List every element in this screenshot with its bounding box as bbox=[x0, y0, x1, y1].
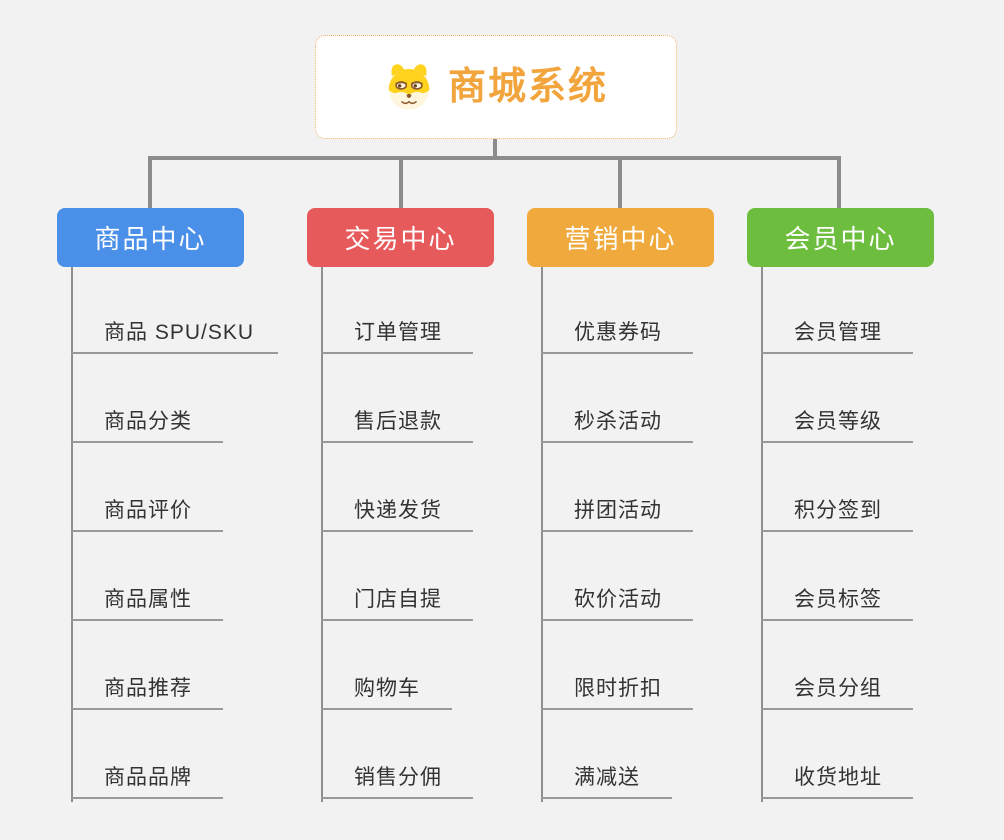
leaf-node[interactable]: 商品分类 bbox=[71, 399, 223, 443]
leaf-node[interactable]: 商品 SPU/SKU bbox=[71, 310, 278, 354]
leaf-node[interactable]: 优惠券码 bbox=[541, 310, 693, 354]
connector-bus bbox=[148, 156, 841, 160]
leaf-node[interactable]: 销售分佣 bbox=[321, 755, 473, 799]
branch-marketing-center[interactable]: 营销中心 bbox=[527, 208, 714, 267]
trunk-member bbox=[761, 267, 763, 802]
leaf-node[interactable]: 订单管理 bbox=[321, 310, 473, 354]
leaf-node[interactable]: 限时折扣 bbox=[541, 666, 693, 710]
connector-root-stem bbox=[493, 139, 497, 157]
leaf-node[interactable]: 收货地址 bbox=[761, 755, 913, 799]
leaf-node[interactable]: 商品推荐 bbox=[71, 666, 223, 710]
branch-member-center[interactable]: 会员中心 bbox=[747, 208, 934, 267]
leaf-node[interactable]: 商品属性 bbox=[71, 577, 223, 621]
leaf-node[interactable]: 售后退款 bbox=[321, 399, 473, 443]
leaf-node[interactable]: 商品评价 bbox=[71, 488, 223, 532]
connector-drop-marketing bbox=[618, 156, 622, 208]
root-title: 商城系统 bbox=[447, 66, 608, 108]
leaf-node[interactable]: 购物车 bbox=[321, 666, 452, 710]
dog-face-icon bbox=[388, 64, 430, 110]
branch-product-center[interactable]: 商品中心 bbox=[57, 208, 244, 267]
leaf-node[interactable]: 会员等级 bbox=[761, 399, 913, 443]
root-node-mall-system[interactable]: 商城系统 bbox=[315, 35, 677, 139]
leaf-node[interactable]: 商品品牌 bbox=[71, 755, 223, 799]
leaf-node[interactable]: 会员标签 bbox=[761, 577, 913, 621]
leaf-node[interactable]: 砍价活动 bbox=[541, 577, 693, 621]
trunk-trade bbox=[321, 267, 323, 802]
leaf-node[interactable]: 积分签到 bbox=[761, 488, 913, 532]
leaf-node[interactable]: 会员管理 bbox=[761, 310, 913, 354]
leaf-node[interactable]: 秒杀活动 bbox=[541, 399, 693, 443]
leaf-node[interactable]: 满减送 bbox=[541, 755, 672, 799]
leaf-node[interactable]: 门店自提 bbox=[321, 577, 473, 621]
branch-trade-center[interactable]: 交易中心 bbox=[307, 208, 494, 267]
connector-drop-trade bbox=[399, 156, 403, 208]
trunk-product bbox=[71, 267, 73, 802]
leaf-node[interactable]: 会员分组 bbox=[761, 666, 913, 710]
leaf-node[interactable]: 拼团活动 bbox=[541, 488, 693, 532]
connector-drop-member bbox=[837, 156, 841, 208]
connector-drop-product bbox=[148, 156, 152, 208]
trunk-marketing bbox=[541, 267, 543, 802]
leaf-node[interactable]: 快递发货 bbox=[321, 488, 473, 532]
